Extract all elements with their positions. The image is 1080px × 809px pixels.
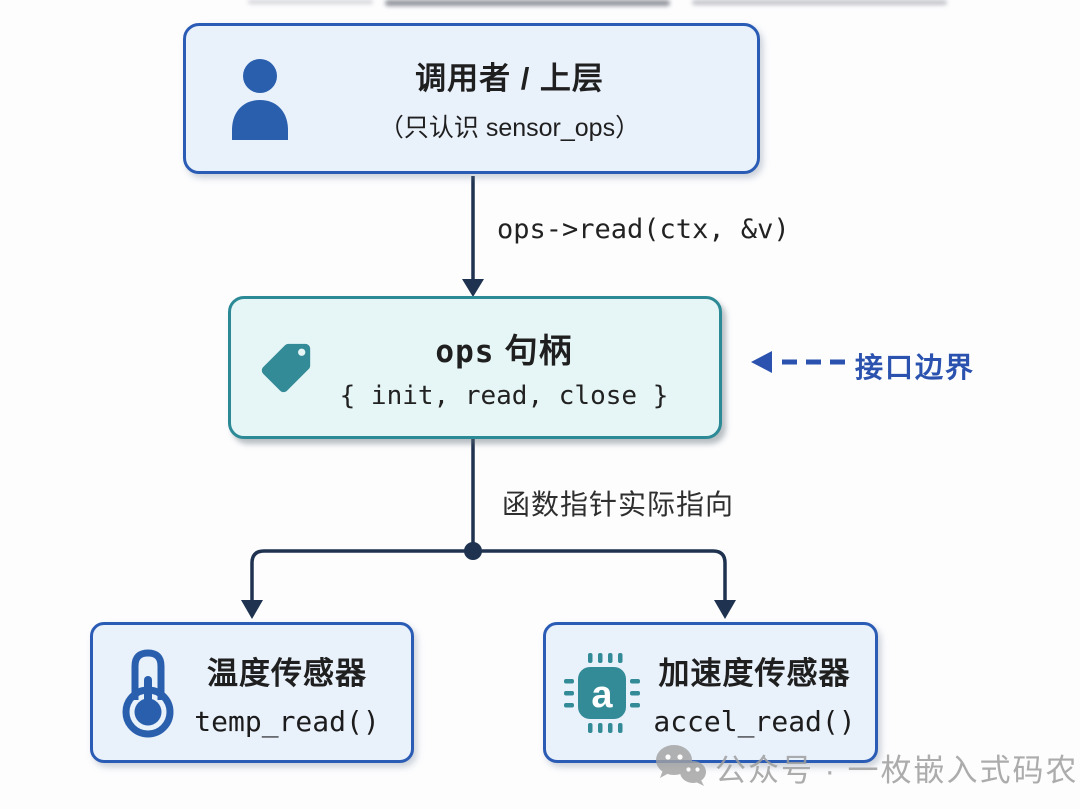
boundary-label: 接口边界 <box>855 352 976 383</box>
temp-sensor-code: temp_read() <box>194 704 380 738</box>
chip-icon: a <box>560 647 644 739</box>
top-cropped-text-remnant <box>385 0 670 6</box>
branch-line <box>250 549 727 602</box>
pointer-arrow-label: 函数指针实际指向 <box>502 489 735 520</box>
ops-box-subtitle: { init, read, close } <box>339 381 669 411</box>
caller-box: 调用者 / 上层 （只认识 sensor_ops） <box>183 23 760 174</box>
accel-sensor-title: 加速度传感器 <box>658 655 851 691</box>
top-cropped-text-remnant <box>692 0 947 5</box>
ops-box-title-text: 句柄 <box>504 332 573 369</box>
person-icon <box>228 56 292 142</box>
tag-icon <box>257 339 315 397</box>
accel-sensor-box: a 加速度传感器 accel_read() <box>543 622 878 763</box>
wechat-icon <box>656 745 706 786</box>
watermark-text: 公众号 · 一枚嵌入式码农 <box>715 752 1079 788</box>
caller-box-subtitle: （只认识 sensor_ops） <box>378 114 641 142</box>
top-cropped-text-remnant <box>248 0 373 4</box>
caller-to-ops-arrowhead-icon <box>462 279 484 297</box>
ops-box-title-code: ops <box>435 334 495 370</box>
chip-letter: a <box>591 674 613 716</box>
ops-handle-box: ops 句柄 { init, read, close } <box>228 296 722 439</box>
branch-left-arrowhead-icon <box>241 600 263 619</box>
accel-sensor-code: accel_read() <box>653 704 856 738</box>
watermark: 公众号 · 一枚嵌入式码农 <box>655 744 1079 790</box>
temp-sensor-title: 温度传感器 <box>207 655 367 691</box>
thermometer-icon <box>119 648 177 738</box>
junction-dot <box>464 542 482 560</box>
temp-sensor-box: 温度传感器 temp_read() <box>90 622 414 763</box>
ops-box-title: ops 句柄 <box>435 324 572 372</box>
boundary-arrowhead-icon <box>751 351 772 373</box>
caller-box-title: 调用者 / 上层 <box>415 61 604 96</box>
call-arrow-label: ops->read(ctx, &v) <box>497 214 790 245</box>
branch-right-arrowhead-icon <box>714 600 736 619</box>
